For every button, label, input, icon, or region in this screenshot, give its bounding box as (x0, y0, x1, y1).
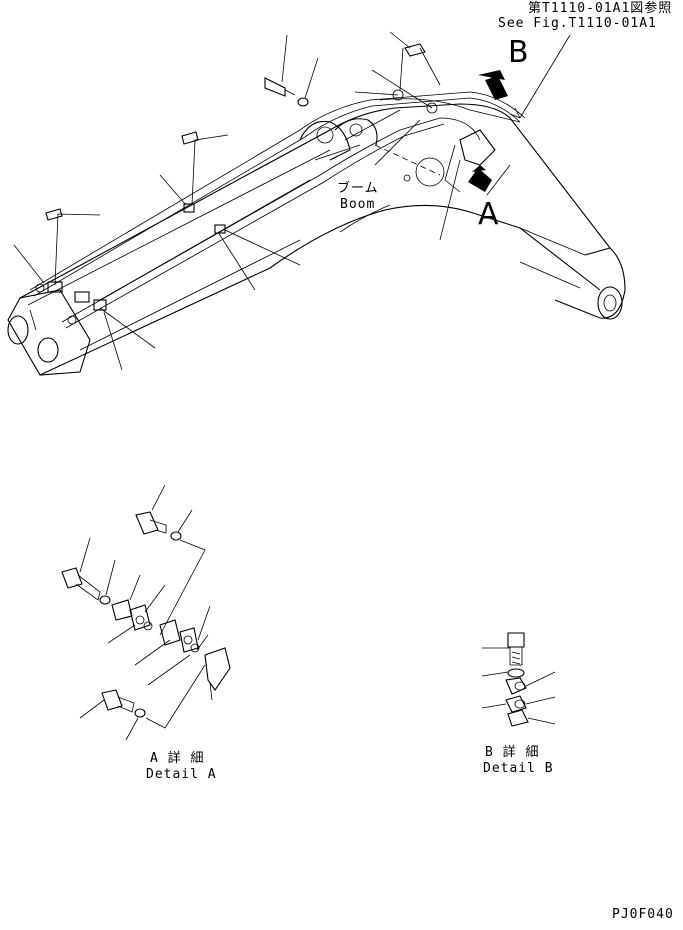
leader-lines (13, 31, 571, 371)
boom-body (7, 103, 626, 376)
detail-a-title-jp: A 詳 細 (150, 751, 205, 766)
reference-note-jp: 第T1110-01A1図参照 (528, 1, 673, 16)
detail-b-title-jp: B 詳 細 (485, 745, 540, 760)
view-arrow-b (478, 70, 508, 100)
view-arrow-a (468, 165, 492, 192)
view-label-a: A (478, 197, 499, 232)
hose-lines (29, 43, 526, 329)
detail-a-drawing (61, 484, 231, 741)
boom-label-en: Boom (340, 197, 376, 212)
drawing-code: PJ0F040 (612, 907, 674, 922)
reference-note-en: See Fig.T1110-01A1 (498, 16, 657, 31)
view-label-b: B (508, 35, 529, 70)
detail-b-title-en: Detail B (483, 761, 554, 776)
detail-a-title-en: Detail A (146, 767, 217, 782)
boom-label-jp: ブーム (337, 181, 379, 196)
detail-b-drawing (481, 632, 556, 727)
